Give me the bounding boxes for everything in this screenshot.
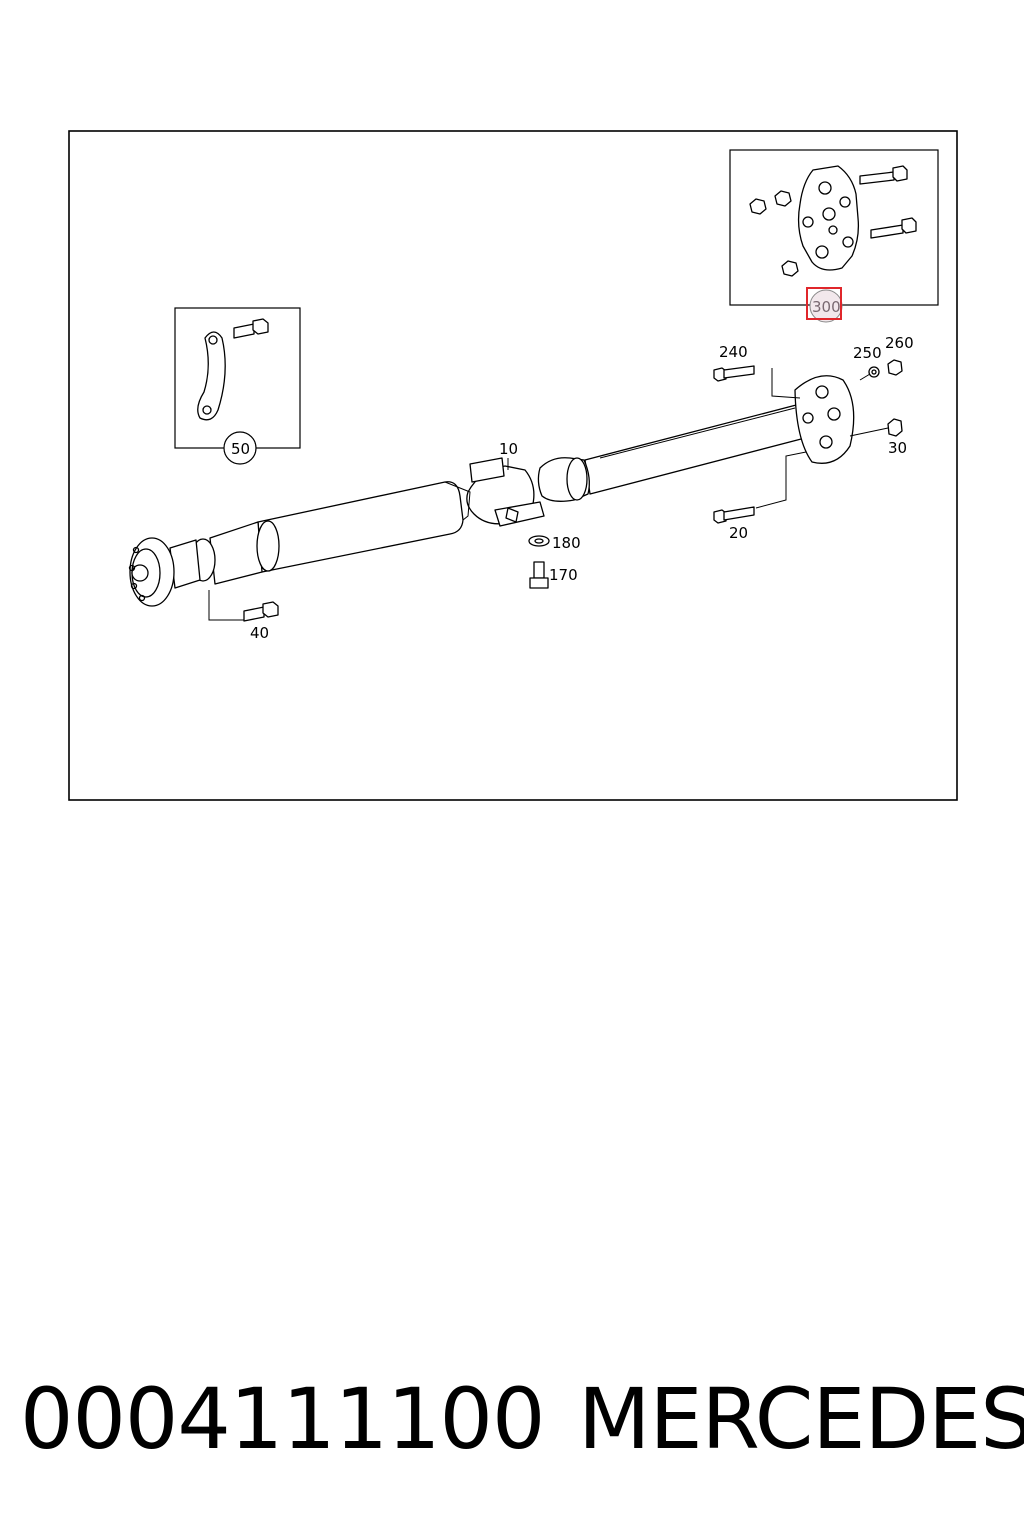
callout-10: 10	[499, 440, 518, 458]
part-number: 0004111100	[20, 1370, 545, 1468]
propeller-shaft	[128, 375, 855, 607]
brand-name: MERCEDES	[578, 1370, 1024, 1468]
callout-50: 50	[231, 440, 250, 458]
callout-30: 30	[888, 439, 907, 457]
callout-40: 40	[250, 624, 269, 642]
callout-300-highlight[interactable]	[806, 287, 842, 320]
callout-300[interactable]: 300	[812, 298, 841, 316]
callout-50-circle	[223, 431, 257, 465]
footer-caption: 0004111100 MERCEDES	[0, 1370, 1024, 1470]
loose-hardware	[243, 359, 903, 622]
callout-240: 240	[719, 343, 748, 361]
callout-20: 20	[729, 524, 748, 542]
callout-170: 170	[549, 566, 578, 584]
callout-260: 260	[885, 334, 914, 352]
parts-diagram: 10 20 30 40 50 170 180 240 250 260 300	[68, 130, 958, 801]
callout-180: 180	[552, 534, 581, 552]
leader-lines	[208, 368, 889, 621]
callout-250: 250	[853, 344, 882, 362]
inset-bracket	[174, 307, 301, 449]
diagram-frame	[68, 130, 958, 801]
inset-coupling-kit	[729, 149, 939, 306]
